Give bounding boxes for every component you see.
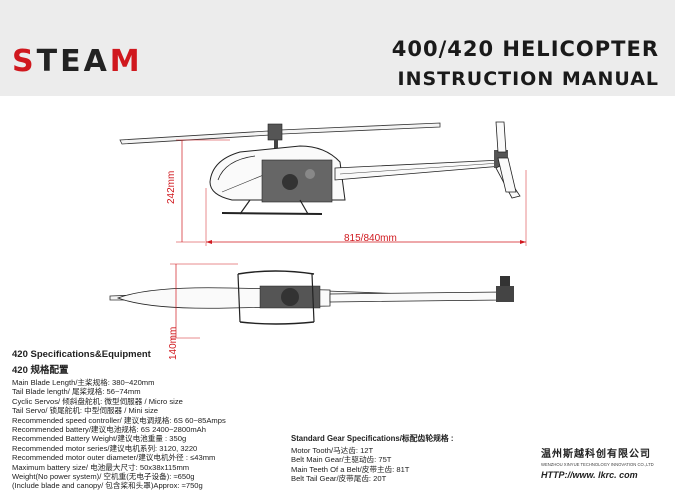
manual-title-line2: INSTRUCTION MANUAL <box>397 68 659 90</box>
height-dimension-label: 242mm <box>166 170 177 204</box>
specifications-block: 420 Specifications&Equipment 420 规格配置 Ma… <box>12 349 292 491</box>
spec-line: Tail Servo/ 锁尾舵机: 中型伺服器 / Mini size <box>12 406 158 416</box>
main-rotor-blade-right <box>279 122 441 135</box>
company-name-cn: 温州斯越科创有限公司 <box>541 449 651 460</box>
spec-line: Main Blade Length/主桨规格: 380~420mm <box>12 378 155 387</box>
brand-logo: STEAM <box>12 44 143 79</box>
gear-line: Motor Tooth/马达齿: 12T <box>291 446 374 455</box>
gear-line: Belt Main Gear/主驱动齿: 75T <box>291 455 392 465</box>
header-band: STEAM 400/420 HELICOPTER INSTRUCTION MAN… <box>0 0 675 96</box>
landing-skid <box>221 212 323 215</box>
tail-rotor-blade-top <box>495 121 507 153</box>
specs-heading-en: 420 Specifications&Equipment <box>12 349 151 360</box>
tail-rotor-blade-bottom <box>497 157 517 193</box>
manual-title-line1: 400/420 HELICOPTER <box>391 37 659 61</box>
spec-line: Recommended Battery Weight/建议电池重量 : 350g <box>12 434 187 444</box>
spec-line: (Include blade and canopy/ 包含桨和头罩)Approx… <box>12 481 203 491</box>
gear-specifications-block: Standard Gear Specifications/标配齿轮规格 : Mo… <box>291 433 491 484</box>
spec-line: Weight(No power system)/ 空机重(无电子设备): ≈65… <box>12 472 195 482</box>
length-dimension-label: 815/840mm <box>344 233 397 244</box>
helicopter-side-view <box>109 121 527 339</box>
main-rotor-blade-left <box>119 130 271 145</box>
gear-heading: Standard Gear Specifications/标配齿轮规格 : <box>291 434 454 443</box>
spec-line: Tail Blade length/ 尾桨规格: 56~74mm <box>12 387 141 397</box>
top-tail-boom <box>329 291 503 303</box>
specs-heading-cn: 420 规格配置 <box>12 365 69 376</box>
spec-line: Recommended battery/建议电池规格: 6S 2400~2800… <box>12 425 206 435</box>
tail-boom <box>334 159 503 181</box>
spec-line: Maximum battery size/ 电池最大尺寸: 50x38x115m… <box>12 462 190 472</box>
spec-line: Recommended motor outer diameter/建议电机外径 … <box>12 453 216 463</box>
gear-line: Belt Tail Gear/皮带尾齿: 20T <box>291 474 387 484</box>
company-info: 温州斯越科创有限公司 WENZHOU XINYUE TECHNOLOGY INN… <box>541 445 661 480</box>
company-name-en: WENZHOU XINYUE TECHNOLOGY INNOVATION CO.… <box>541 462 654 467</box>
top-view-group <box>109 263 514 339</box>
side-view-group <box>119 121 527 246</box>
company-url: HTTP://www. lkrc. com <box>541 470 638 480</box>
spec-line: Cyclic Servos/ 倾斜盘舵机: 微型伺服器 / Micro size <box>12 396 183 406</box>
gear-line: Main Teeth Of a Belt/皮带主齿: 81T <box>291 464 410 474</box>
rotor-head <box>267 123 283 141</box>
spec-line: Recommended motor series/建议电机系列: 3120, 3… <box>12 443 198 453</box>
spec-line: Recommended speed controller/ 建议电调规格: 6S… <box>12 415 226 425</box>
